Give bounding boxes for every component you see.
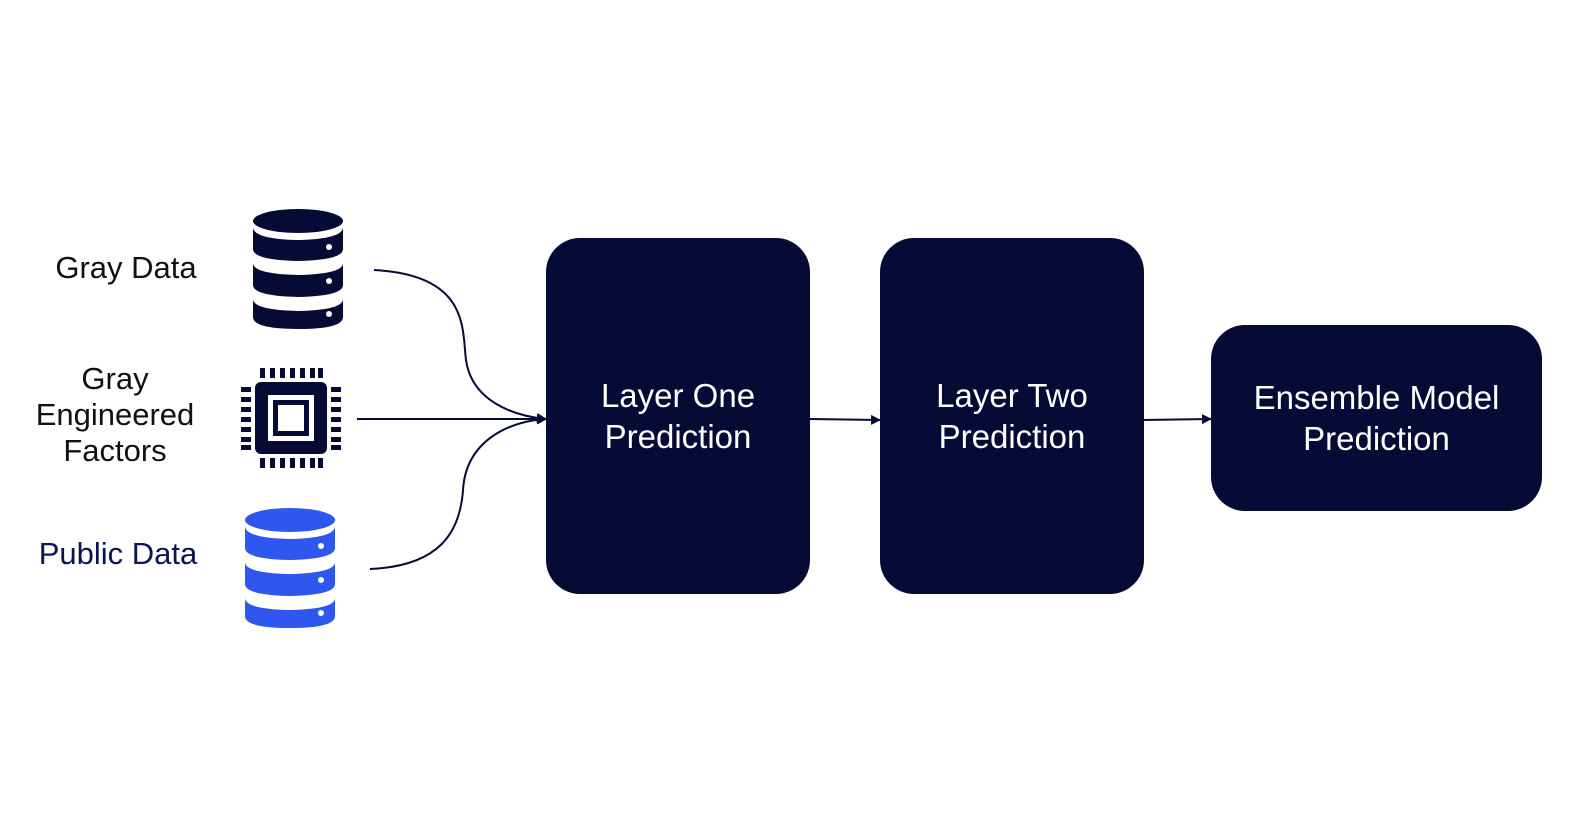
stage-box-layer-two: Layer Two Prediction <box>880 238 1144 594</box>
stage-label-line: Prediction <box>604 418 752 455</box>
stage-label-line: Layer Two <box>936 377 1088 414</box>
source-label-public-data: Public Data <box>20 536 216 572</box>
stage-label-line: Ensemble Model <box>1253 379 1500 416</box>
stage-label-line: Layer One <box>600 377 756 414</box>
source-label-line: Gray Data <box>55 250 197 285</box>
connector-public-data-to-layer-one <box>369 414 547 570</box>
stage-box-layer-one: Layer One Prediction <box>546 238 810 594</box>
database-icon <box>253 209 343 329</box>
stage-label-line: Prediction <box>1303 420 1450 457</box>
stage-box-ensemble: Ensemble Model Prediction <box>1211 325 1542 511</box>
connector-gray-data-to-layer-one <box>373 269 547 424</box>
database-icon <box>245 508 335 628</box>
arrow-layer-one-to-layer-two <box>809 414 881 425</box>
source-label-line: Public Data <box>38 536 198 571</box>
source-label-gray-engineered-factors: Gray Engineered Factors <box>20 361 210 469</box>
arrow-layer-two-to-ensemble <box>1142 414 1212 425</box>
stage-label-line: Prediction <box>938 418 1086 455</box>
source-label-line: Gray <box>81 361 149 396</box>
processor-chip-icon <box>241 368 341 468</box>
source-label-line: Engineered <box>35 397 195 432</box>
source-label-line: Factors <box>63 433 167 468</box>
source-label-gray-data: Gray Data <box>36 250 216 286</box>
